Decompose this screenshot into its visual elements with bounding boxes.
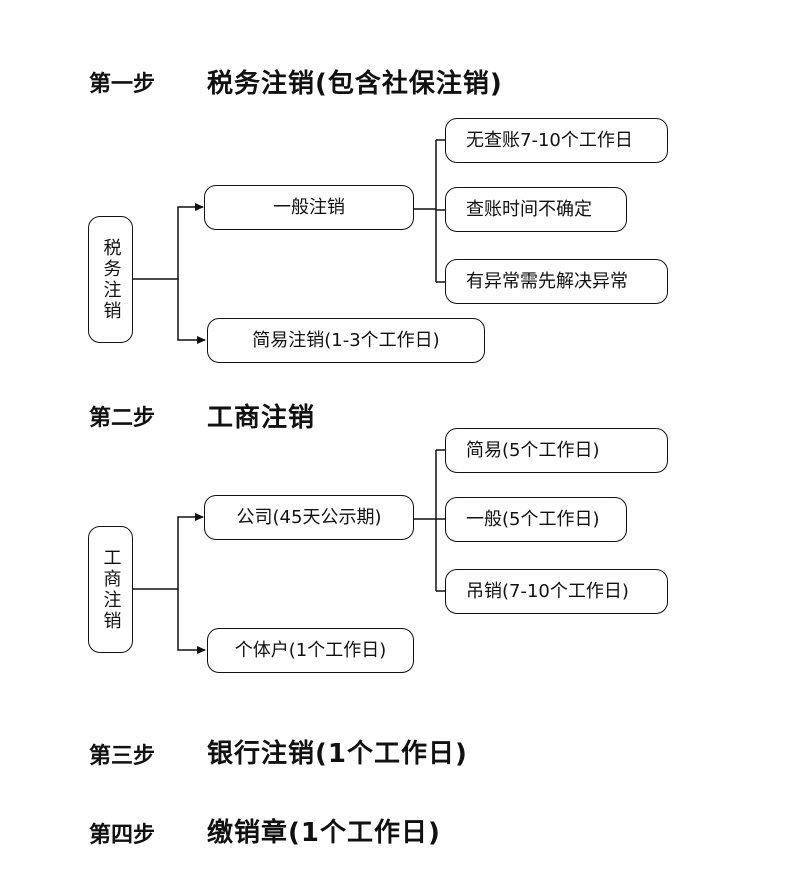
connector-biz-root: [133, 513, 204, 590]
connector-biz-company: [414, 449, 445, 592]
connector-tax-root: [133, 203, 204, 280]
connector-tax-general: [414, 139, 445, 283]
step-3-label: 第三步: [89, 744, 156, 769]
step-1-label: 第一步: [89, 72, 156, 97]
step-2-title: 工商注销: [207, 403, 316, 433]
tax-exception-box: 有异常需先解决异常: [445, 259, 668, 304]
tax-general-box: 一般注销: [204, 185, 414, 230]
tax-audit-box: 查账时间不确定: [445, 187, 627, 232]
tax-simple-box: 简易注销(1-3个工作日): [207, 318, 485, 363]
step-3-title: 银行注销(1个工作日): [207, 739, 468, 769]
step-4-label: 第四步: [89, 823, 156, 848]
biz-individual-box: 个体户(1个工作日): [207, 628, 414, 673]
step-1-title: 税务注销(包含社保注销): [207, 69, 503, 99]
step-2-label: 第二步: [89, 406, 156, 431]
tax-no-audit-box: 无查账7-10个工作日: [445, 118, 668, 163]
tax-root-box: 税务注销: [88, 216, 133, 343]
biz-simple-box: 简易(5个工作日): [445, 428, 668, 473]
step-4-title: 缴销章(1个工作日): [207, 818, 441, 848]
biz-revoked-box: 吊销(7-10个工作日): [445, 569, 668, 614]
biz-general-box: 一般(5个工作日): [445, 497, 627, 542]
biz-root-box: 工商注销: [88, 526, 133, 653]
connector-biz-individual: [177, 589, 206, 654]
connector-tax-simple: [177, 279, 206, 344]
biz-company-box: 公司(45天公示期): [204, 495, 414, 540]
